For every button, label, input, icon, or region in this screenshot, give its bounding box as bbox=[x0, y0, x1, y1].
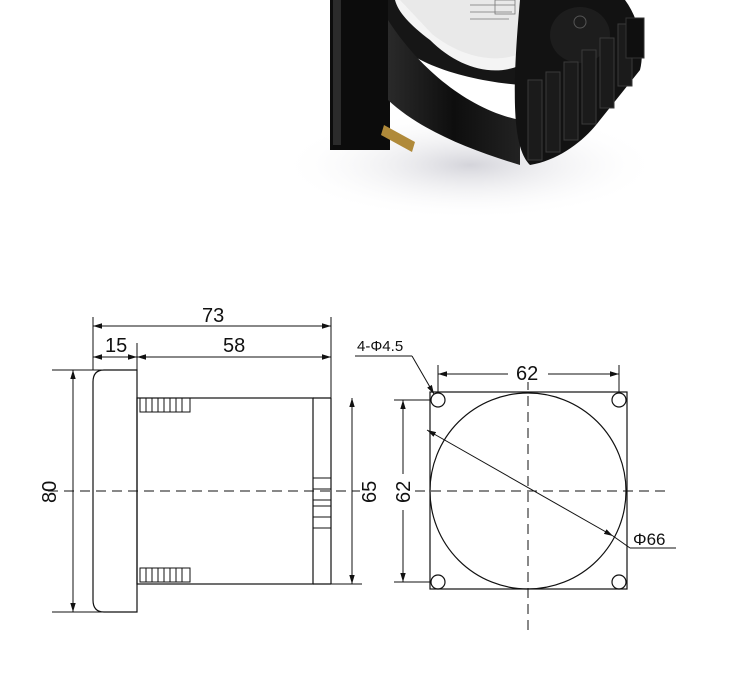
side-top-clamp bbox=[139, 397, 191, 413]
dim-label-hole-spacing-vertical: 62 bbox=[393, 481, 415, 503]
mounting-hole-top-left bbox=[430, 392, 446, 408]
dim-label-body-length: 58 bbox=[223, 335, 245, 357]
dim-label-body-height: 65 bbox=[359, 481, 381, 503]
dim-label-overall-length: 73 bbox=[202, 305, 224, 327]
photo-brass-pin bbox=[381, 125, 415, 152]
dim-line-cutout-diameter bbox=[426, 429, 614, 537]
side-bottom-clamp bbox=[139, 567, 191, 583]
dim-label-hole-spec: 4-Φ4.5 bbox=[357, 338, 403, 355]
leader-hole-spec bbox=[411, 355, 435, 395]
dim-label-hole-spacing-horizontal: 62 bbox=[516, 363, 538, 385]
mounting-hole-bottom-right bbox=[611, 574, 627, 590]
dim-label-bezel-depth: 15 bbox=[105, 335, 127, 357]
dim-label-bezel-height: 80 bbox=[39, 481, 61, 503]
side-view: 73 15 58 bbox=[39, 305, 381, 613]
mounting-hole-top-right bbox=[611, 392, 627, 408]
side-rear-terminals bbox=[312, 477, 332, 529]
product-photo bbox=[280, 0, 660, 220]
mounting-hole-bottom-left bbox=[430, 574, 446, 590]
front-view: 62 62 4-Φ4.5 Φ66 bbox=[355, 338, 676, 632]
dim-label-cutout-diameter: Φ66 bbox=[633, 530, 665, 549]
